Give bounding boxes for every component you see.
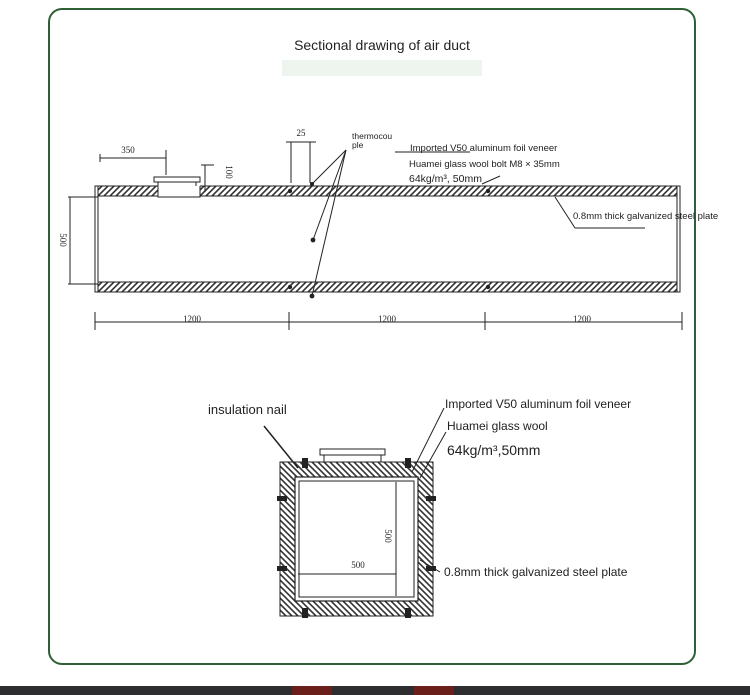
cross-flange (319, 448, 386, 456)
cross-density-label: 64kg/m³,50mm (447, 442, 540, 458)
flange-plate (153, 176, 201, 183)
thermocouple-label: thermocou (352, 131, 392, 141)
dim-segment-2: 1200 (378, 314, 397, 324)
dim-segment-1: 1200 (183, 314, 202, 324)
insulation-nail (277, 496, 287, 501)
wool-bolt-label: Huamei glass wool bolt M8 × 35mm (409, 159, 560, 170)
bolt-mark (485, 188, 491, 194)
insulation-nail (277, 566, 287, 571)
density-label: 64kg/m³, 50mm (409, 173, 482, 185)
insulation-nail (302, 608, 308, 618)
insulation-nail (405, 608, 411, 618)
long-section: 350 100 25 500 1200 1200 1200 thermocou (58, 128, 718, 330)
insulation-nail (426, 566, 436, 571)
dim-height: 500 (58, 233, 68, 247)
insulation-nail (426, 496, 436, 501)
right-end-plate (676, 185, 681, 293)
dim-flange: 350 (121, 145, 135, 155)
insulation-nail (405, 458, 411, 468)
left-end-plate (94, 185, 99, 293)
bottom-strip (0, 686, 750, 695)
cross-dim-height: 500 (383, 529, 393, 543)
bottom-insulation (97, 281, 681, 293)
cross-dim-width: 500 (351, 560, 365, 570)
page-title: Sectional drawing of air duct (294, 37, 470, 53)
flange-gap (158, 185, 200, 197)
cross-steel-plate-label: 0.8mm thick galvanized steel plate (444, 565, 628, 579)
dim-segment-3: 1200 (573, 314, 592, 324)
cross-duct-interior (294, 476, 419, 602)
bolt-mark (485, 284, 491, 290)
strip-mark (414, 686, 454, 695)
thermocouple-label-cont: ple (352, 140, 364, 150)
cross-foil-label: Imported V50 aluminum foil veneer (445, 397, 631, 411)
bolt-mark (287, 284, 293, 290)
steel-plate-label: 0.8mm thick galvanized steel plate (573, 211, 718, 222)
cross-wool-label: Huamei glass wool (447, 419, 548, 433)
cross-section: 500 500 insulation nail Imported V50 alu… (208, 397, 631, 618)
dim-flange-height: 100 (224, 165, 234, 179)
bolt-mark (287, 188, 293, 194)
insulation-nail-label: insulation nail (208, 402, 287, 417)
dim-spacing: 25 (297, 128, 307, 138)
strip-mark (292, 686, 332, 695)
insulation-nail (302, 458, 308, 468)
title-watermark (282, 60, 482, 76)
foil-veneer-label: Imported V50 aluminum foil veneer (410, 143, 557, 154)
